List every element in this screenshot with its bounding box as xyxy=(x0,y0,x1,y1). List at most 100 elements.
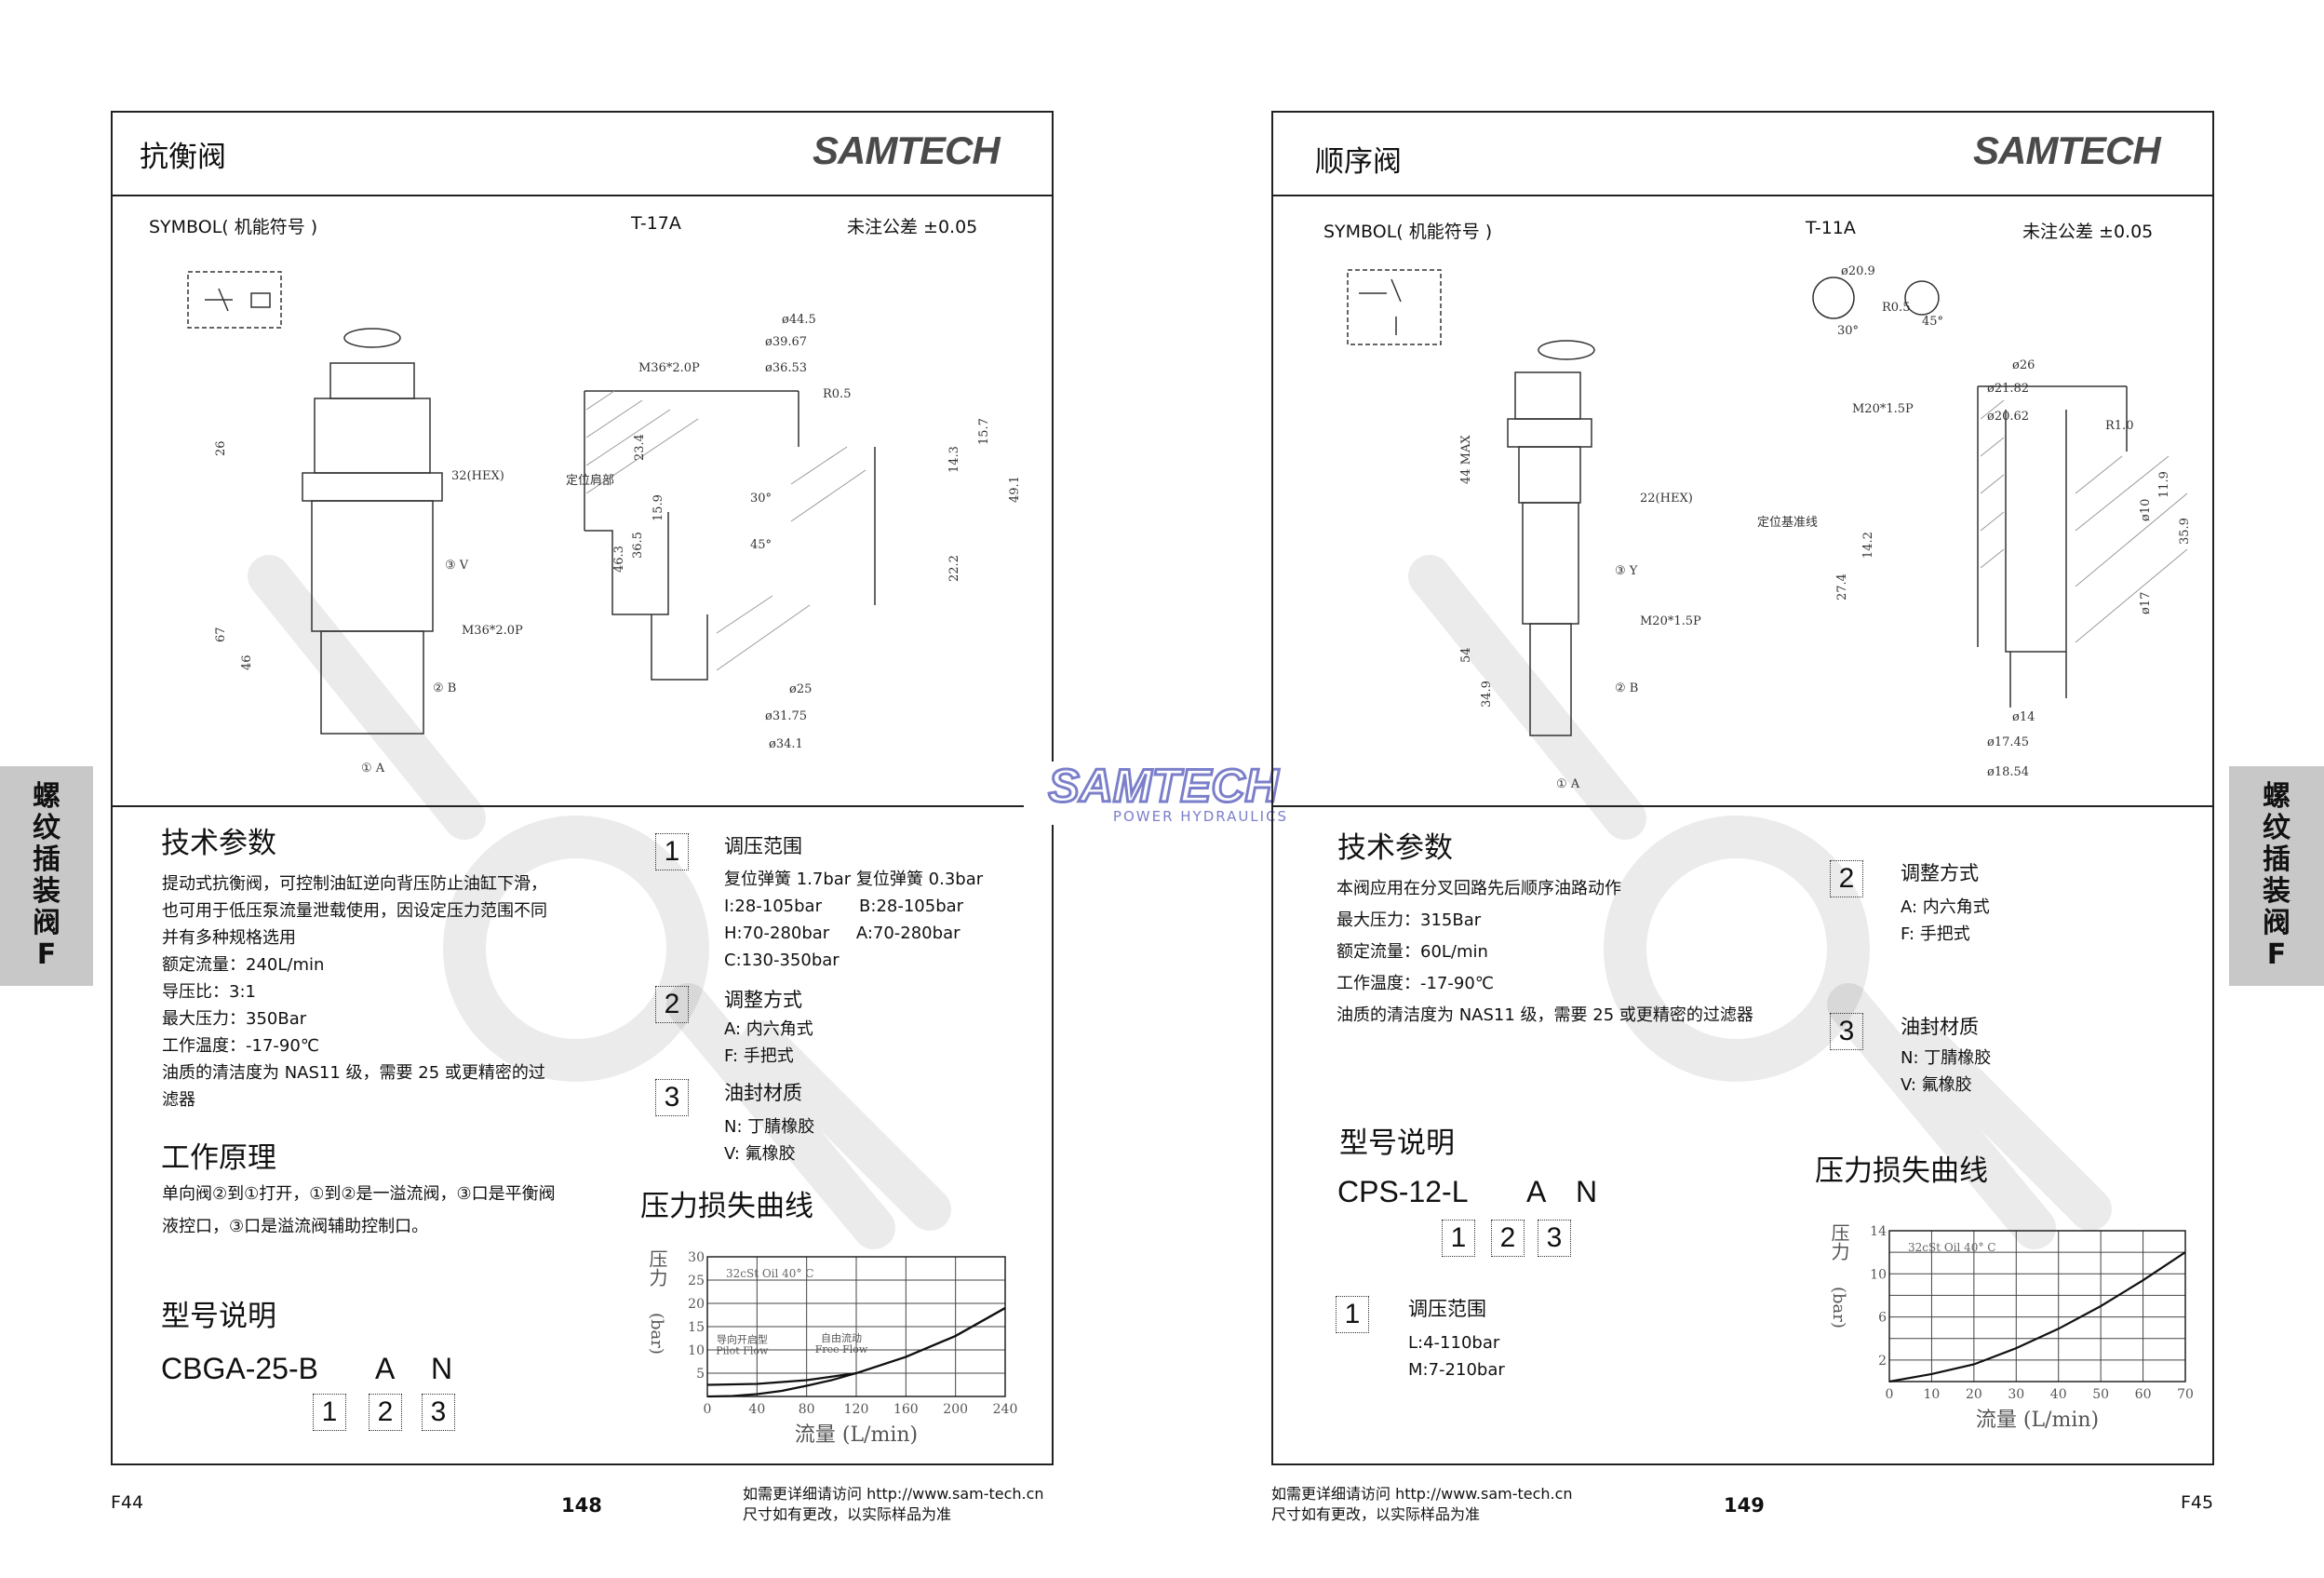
tab-char: F xyxy=(2266,938,2287,971)
x-tick-label: 240 xyxy=(993,1402,1018,1417)
tab-char: 阀 xyxy=(33,907,60,939)
option-box-3: 3 xyxy=(655,1079,689,1116)
model-option-3: N xyxy=(1576,1175,1598,1208)
curve-heading: 压力损失曲线 xyxy=(1815,1154,1988,1188)
dim-label: ø21.82 xyxy=(1987,382,2030,396)
x-tick-label: 40 xyxy=(748,1402,765,1417)
dim-label: ø36.53 xyxy=(765,361,808,375)
series-line xyxy=(1888,1251,2186,1383)
cavity-code: T-11A xyxy=(1806,218,1856,238)
option-lines: A: 内六角式 F: 手把式 xyxy=(724,1016,813,1070)
symbol-label: SYMBOL( 机能符号 ) xyxy=(149,217,318,237)
option-line: V: 氟橡胶 xyxy=(724,1144,796,1164)
y-axis-label: 压力 xyxy=(1828,1223,1850,1261)
option-line: F: 手把式 xyxy=(724,1046,794,1066)
option-title: 调整方式 xyxy=(724,989,802,1011)
principle-text: 单向阀②到①打开，①到②是一溢流阀，③口是平衡阀 液控口，③口是溢流阀辅助控制口… xyxy=(162,1178,556,1243)
dim-label: ② B xyxy=(433,681,457,695)
x-axis-label: 流量 (L/min) xyxy=(795,1423,918,1447)
page-title: 抗衡阀 xyxy=(140,141,226,174)
model-box-3: 3 xyxy=(422,1394,455,1431)
logo-text: SAMTECH xyxy=(1047,760,1280,812)
tab-char: 插 xyxy=(33,843,60,876)
option-line: H:70-280bar A:70-280bar xyxy=(724,924,960,943)
left-technical-drawing xyxy=(187,271,876,735)
y-tick-label: 10 xyxy=(1870,1267,1887,1282)
option-box-1: 1 xyxy=(655,833,689,870)
tech-line: 油质的清洁度为 NAS11 级，需要 25 或更精密的过滤器 xyxy=(1337,1005,1753,1025)
series-label: 导向开启型 xyxy=(717,1333,768,1346)
tech-heading: 技术参数 xyxy=(1337,831,1453,865)
option-line: M:7-210bar xyxy=(1408,1360,1505,1380)
y-tick-label: 30 xyxy=(688,1250,705,1265)
logo-tagline: POWER HYDRAULICS xyxy=(1112,808,1289,825)
dim-label: ø17.45 xyxy=(1987,735,2030,749)
x-tick-label: 200 xyxy=(943,1402,968,1417)
tab-char: 纹 xyxy=(33,812,60,844)
option-box-3: 3 xyxy=(1830,1013,1863,1050)
dim-label: ② B xyxy=(1615,681,1639,695)
y-tick-label: 25 xyxy=(688,1274,705,1288)
chart-note: 32cSt Oil 40° C xyxy=(1908,1241,1995,1254)
dim-label: 49.1 xyxy=(1008,476,1022,503)
model-heading: 型号说明 xyxy=(1339,1126,1455,1160)
tech-params: 本阀应用在分叉回路先后顺序油路动作 最大压力：315Bar 额定流量：60L/m… xyxy=(1337,873,1753,1032)
dim-label: ø14 xyxy=(2012,710,2035,724)
tech-line: 工作温度：-17-90℃ xyxy=(162,1036,320,1056)
dim-label: 45° xyxy=(1922,315,1944,329)
right-technical-drawing xyxy=(1347,269,2188,736)
dim-label: R0.5 xyxy=(823,387,852,401)
samtech-logo: SAMTECH xyxy=(813,128,1001,172)
dim-label: ø34.1 xyxy=(769,737,803,751)
dim-label: 45° xyxy=(750,538,772,552)
model-box-1: 1 xyxy=(313,1394,346,1431)
tech-line: 油质的清洁度为 NAS11 级，需要 25 或更精密的过 xyxy=(162,1063,545,1083)
option-title: 调压范围 xyxy=(724,835,802,857)
dim-label: 定位肩部 xyxy=(566,474,615,488)
dim-label: 67 xyxy=(214,627,228,642)
tech-line: 提动式抗衡阀，可控制油缸逆向背压防止油缸下滑， xyxy=(162,874,547,894)
footer-code: F45 xyxy=(2181,1492,2214,1513)
dim-label: ③ Y xyxy=(1615,564,1638,578)
series-label: 自由流动 xyxy=(821,1331,862,1344)
option-title: 油封材质 xyxy=(1901,1016,1979,1038)
footer-line: 尺寸如有更改，以实际样品为准 xyxy=(743,1505,952,1523)
dim-label: ø20.9 xyxy=(1841,264,1875,278)
tolerance: 未注公差 ±0.05 xyxy=(847,217,978,237)
footer-code: F44 xyxy=(111,1492,144,1513)
dim-label: ø17 xyxy=(2139,591,2153,614)
chart-note: 32cSt Oil 40° C xyxy=(726,1267,813,1280)
dim-label: 36.5 xyxy=(631,532,645,559)
page-title: 顺序阀 xyxy=(1315,145,1402,179)
x-tick-label: 120 xyxy=(844,1402,869,1417)
model-box-1: 1 xyxy=(1442,1220,1475,1257)
series-line xyxy=(706,1307,1006,1398)
tech-heading: 技术参数 xyxy=(161,827,276,860)
option-line: L:4-110bar xyxy=(1408,1333,1500,1353)
cavity-code: T-17A xyxy=(631,213,681,234)
symbol-box xyxy=(187,271,282,329)
samtech-logo: SAMTECH xyxy=(1973,128,2161,172)
x-tick-label: 60 xyxy=(2135,1387,2152,1402)
tech-line: 额定流量：60L/min xyxy=(1337,942,1488,962)
option-lines: N: 丁腈橡胶 V: 氟橡胶 xyxy=(724,1113,814,1167)
tech-line: 最大压力：315Bar xyxy=(1337,910,1482,930)
footer-line: 尺寸如有更改，以实际样品为准 xyxy=(1271,1505,1481,1523)
page-number: 149 xyxy=(1724,1494,1765,1517)
tab-char: 纹 xyxy=(2263,812,2290,844)
tab-char: 装 xyxy=(2263,875,2290,908)
tech-line: 也可用于低压泵流量泄载使用，因设定压力范围不同 xyxy=(162,901,547,921)
model-option-2: A xyxy=(375,1352,396,1385)
right-header-divider xyxy=(1271,195,2214,196)
tech-line: 本阀应用在分叉回路先后顺序油路动作 xyxy=(1337,879,1621,898)
x-tick-label: 160 xyxy=(893,1402,919,1417)
plot-area xyxy=(706,1256,1006,1397)
dim-label: 46.3 xyxy=(612,546,626,573)
dim-label: 35.9 xyxy=(2178,518,2192,545)
model-code: CBGA-25-B xyxy=(161,1352,318,1385)
dim-label: 定位基准线 xyxy=(1757,516,1819,530)
dim-label: 22(HEX) xyxy=(1640,492,1693,506)
dim-label: 32(HEX) xyxy=(451,469,504,483)
